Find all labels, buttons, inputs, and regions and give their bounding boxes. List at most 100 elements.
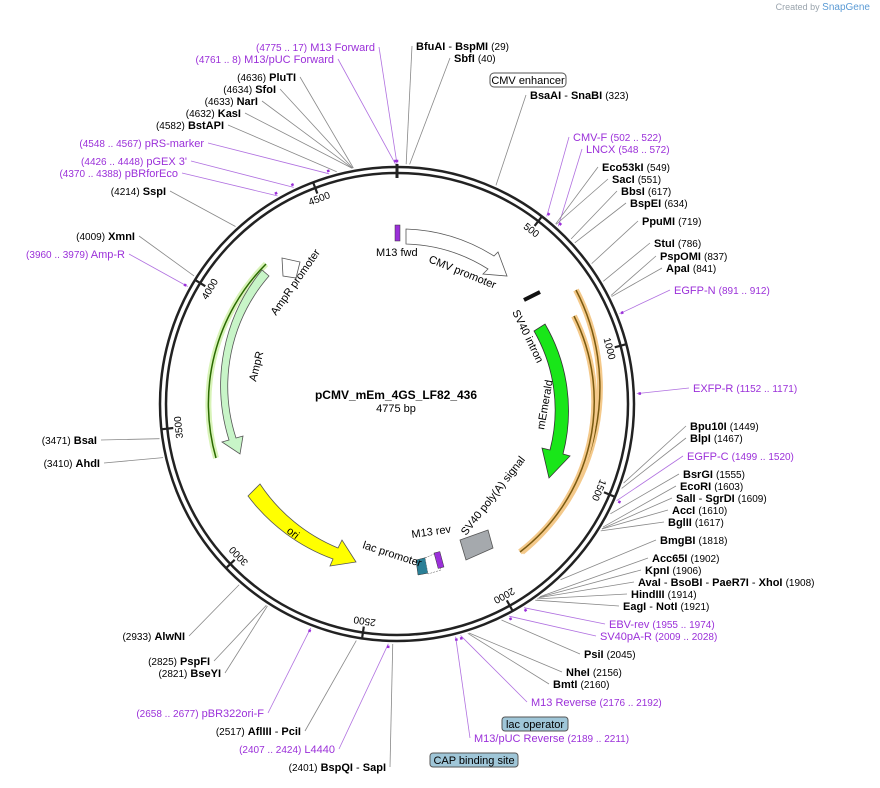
enzyme-label[interactable]: (3471) BsaI (42, 435, 97, 447)
site-position: (551) (638, 175, 661, 186)
enzyme-label[interactable]: EcoRI (1603) (680, 481, 743, 493)
enzyme-label[interactable]: BmgBI (1818) (660, 535, 727, 547)
site-position: (2517) (216, 727, 245, 738)
enzyme-label[interactable]: BspEI (634) (630, 198, 688, 210)
enzyme-label[interactable]: (2517) AflIII - PciI (216, 726, 301, 738)
enzyme-label[interactable]: PspOMI (837) (660, 251, 727, 263)
enzyme-label[interactable]: SbfI (40) (454, 53, 496, 65)
boxed-label-cmv-enhancer[interactable]: CMV enhancer (489, 72, 567, 88)
enzyme-label[interactable]: BfuAI - BspMI (29) (416, 41, 509, 53)
tick-2000 (505, 599, 514, 611)
enzyme-label[interactable]: HindIII (1914) (631, 589, 697, 601)
enzyme-label[interactable]: SacI (551) (612, 174, 661, 186)
site-position: (1955 .. 1974) (652, 620, 714, 631)
site-name: AvaI (638, 577, 661, 589)
primer-label[interactable]: EGFP-N (891 .. 912) (674, 285, 770, 297)
enzyme-label[interactable]: NheI (2156) (566, 667, 622, 679)
enzyme-label[interactable]: (2821) BseYI (158, 668, 221, 680)
primer-label[interactable]: (4548 .. 4567) pRS-marker (79, 138, 204, 150)
primer-label[interactable]: M13 Reverse (2176 .. 2192) (531, 697, 662, 709)
feature-lac-promoter[interactable]: lac promoter (361, 539, 442, 576)
primer-label[interactable]: (4761 .. 8) M13/pUC Forward (195, 54, 334, 66)
primer-label[interactable]: LNCX (548 .. 572) (586, 144, 670, 156)
enzyme-label[interactable]: (4214) SspI (111, 186, 166, 198)
enzyme-label[interactable]: AvaI - BsoBI - PaeR7I - XhoI (1908) (638, 577, 814, 589)
enzyme-label[interactable]: KpnI (1906) (645, 565, 701, 577)
primer-label[interactable]: EBV-rev (1955 .. 1974) (609, 619, 715, 631)
enzyme-label[interactable]: (4633) NarI (205, 96, 258, 108)
primer-label[interactable]: (2658 .. 2677) pBR322ori-F (136, 708, 264, 720)
feature-ampr[interactable]: AmpR (220, 269, 270, 455)
primer-label[interactable]: M13/pUC Reverse (2189 .. 2211) (474, 733, 629, 745)
feature-ori[interactable]: ori (247, 483, 357, 567)
enzyme-label[interactable]: BbsI (617) (621, 186, 671, 198)
leader-51 (523, 607, 606, 625)
enzyme-label[interactable]: (4582) BstAPI (156, 120, 224, 132)
site-name: pBRforEco (125, 168, 178, 180)
primer-label[interactable]: EXFP-R (1152 .. 1171) (693, 383, 797, 395)
site-position: (3960 .. 3979) (26, 250, 88, 261)
feature-m13-rev[interactable]: M13 rev (411, 523, 453, 569)
plasmid-length: 4775 bp (376, 403, 416, 415)
enzyme-label[interactable]: Eco53kI (549) (602, 162, 670, 174)
primer-label[interactable]: SV40pA-R (2009 .. 2028) (600, 631, 717, 643)
leader-6 (227, 124, 337, 173)
enzyme-label[interactable]: (3410) AhdI (44, 458, 100, 470)
feature-cmv-promoter[interactable]: CMV promoter (405, 228, 508, 292)
primer-label[interactable]: (4370 .. 4388) pBRforEco (59, 168, 178, 180)
boxed-label-cap-binding-site[interactable]: CAP binding site (429, 752, 519, 768)
enzyme-label[interactable]: PpuMI (719) (642, 216, 701, 228)
site-name: M13 Forward (310, 42, 375, 54)
site-name: Amp-R (91, 249, 125, 261)
primer-label[interactable]: (3960 .. 3979) Amp-R (26, 249, 125, 261)
enzyme-label[interactable]: StuI (786) (654, 238, 701, 250)
enzyme-label[interactable]: (4636) PluTI (237, 72, 296, 84)
site-position: (617) (648, 187, 671, 198)
leader-21 (389, 643, 394, 768)
leader-52 (509, 615, 597, 637)
enzyme-label[interactable]: EagI - NotI (1921) (623, 601, 709, 613)
enzyme-label[interactable]: (4632) KasI (186, 108, 241, 120)
primer-label[interactable]: (4775 .. 17) M13 Forward (256, 42, 375, 54)
primer-label[interactable]: EGFP-C (1499 .. 1520) (687, 451, 794, 463)
enzyme-label[interactable]: (2401) BspQI - SapI (289, 762, 386, 774)
feature-ampr-promoter[interactable]: AmpR promoter (269, 247, 324, 318)
site-name: PpuMI (642, 216, 675, 228)
enzyme-label[interactable]: SalI - SgrDI (1609) (676, 493, 767, 505)
enzyme-label[interactable]: Acc65I (1902) (652, 553, 719, 565)
site-name-2: PciI (281, 726, 301, 738)
leader-15 (188, 584, 240, 637)
enzyme-label[interactable]: ApaI (841) (666, 263, 716, 275)
primer-label[interactable]: CMV-F (502 .. 522) (573, 132, 661, 144)
enzyme-label[interactable]: BsrGI (1555) (683, 469, 745, 481)
enzyme-label[interactable]: (2825) PspFI (148, 656, 210, 668)
feature-sv40-polya[interactable]: SV40 poly(A) signal (459, 454, 528, 561)
leader-7 (207, 142, 330, 175)
memerald-label: mEmerald (535, 379, 556, 430)
site-position: (719) (678, 217, 701, 228)
sep: - (353, 762, 363, 774)
enzyme-label[interactable]: BsaAI - SnaBI (323) (530, 90, 629, 102)
enzyme-label[interactable]: (4009) XmnI (76, 231, 135, 243)
enzyme-label[interactable]: AccI (1610) (672, 505, 727, 517)
site-name: ApaI (666, 263, 690, 275)
site-position: (40) (478, 54, 496, 65)
m13-rev-label: M13 rev (411, 523, 453, 540)
site-position: (1617) (695, 518, 724, 529)
boxed-label-lac-operator[interactable]: lac operator (501, 716, 569, 732)
enzyme-label[interactable]: BlpI (1467) (690, 433, 743, 445)
enzyme-label[interactable]: (2933) AlwNI (122, 631, 185, 643)
feature-m13-fwd[interactable]: M13 fwd (376, 224, 418, 259)
site-position: (2933) (122, 632, 151, 643)
primer-label[interactable]: (4426 .. 4448) pGEX 3' (81, 156, 187, 168)
enzyme-label[interactable]: (4634) SfoI (223, 84, 276, 96)
primer-label[interactable]: (2407 .. 2424) L4440 (239, 744, 335, 756)
site-name: M13/pUC Forward (244, 54, 334, 66)
enzyme-label[interactable]: BmtI (2160) (553, 679, 609, 691)
enzyme-label[interactable]: PsiI (2045) (584, 649, 636, 661)
enzyme-label[interactable]: BglII (1617) (668, 517, 724, 529)
enzyme-label[interactable]: Bpu10I (1449) (690, 421, 759, 433)
leader-8 (190, 160, 294, 188)
leader-32 (603, 242, 651, 282)
site-name: BseYI (190, 668, 221, 680)
